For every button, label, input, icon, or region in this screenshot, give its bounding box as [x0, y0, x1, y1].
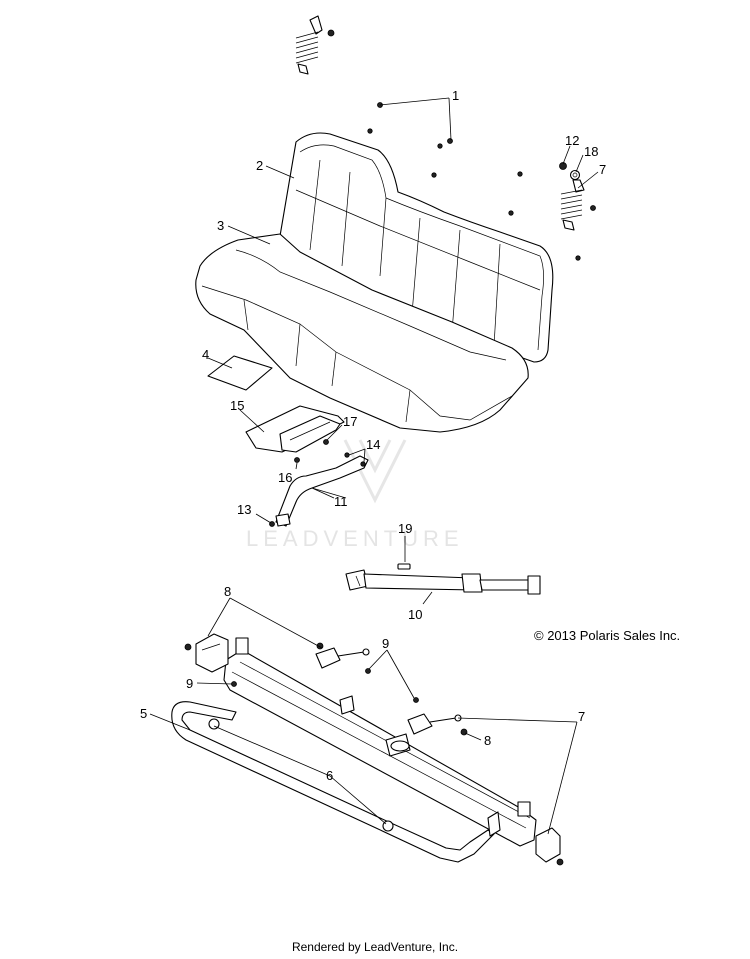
screw-14a	[344, 452, 350, 458]
nut-9b	[413, 697, 419, 703]
leader-lines	[149, 97, 599, 835]
buckle-center	[315, 642, 370, 669]
seat-crossbar	[223, 637, 537, 847]
callout-16: 16	[278, 470, 292, 485]
decal-label	[207, 355, 273, 391]
callout-17: 17	[343, 414, 357, 429]
screw-17	[323, 439, 329, 445]
screw-16	[294, 457, 300, 463]
buckle-right	[535, 827, 564, 866]
callout-labels: 1 2 3 4 12 18 7 15 17 14 16 11 13 19 10 …	[140, 88, 606, 783]
callout-10: 10	[408, 607, 422, 622]
bracket-arm	[275, 455, 369, 527]
callout-6: 6	[326, 768, 333, 783]
callout-7b: 7	[578, 709, 585, 724]
callout-2: 2	[256, 158, 263, 173]
nut-9c	[231, 681, 237, 687]
callout-5: 5	[140, 706, 147, 721]
seat-belt-assembly	[345, 563, 541, 595]
bumper-6a	[208, 718, 220, 730]
callout-12: 12	[565, 133, 579, 148]
seat-plate	[245, 405, 345, 453]
nut-9a	[365, 668, 371, 674]
callout-11: 11	[334, 494, 348, 509]
watermark-text: LEADVENTURE	[246, 526, 464, 551]
callout-14: 14	[366, 437, 380, 452]
buckle-left	[184, 633, 229, 673]
callout-19: 19	[398, 521, 412, 536]
footer-rendered-by: Rendered by LeadVenture, Inc.	[291, 940, 459, 954]
seat-base	[195, 233, 529, 433]
callout-9a: 9	[382, 636, 389, 651]
buckle-right-center	[407, 713, 468, 736]
spring-assembly-right	[559, 162, 596, 231]
callout-8b: 8	[484, 733, 491, 748]
callout-7a: 7	[599, 162, 606, 177]
copyright-notice: © 2013 Polaris Sales Inc.	[534, 628, 681, 643]
spring-assembly-top	[295, 15, 335, 75]
callout-13: 13	[237, 502, 251, 517]
seat-back	[278, 132, 554, 363]
screw-14b	[360, 461, 366, 467]
callout-18: 18	[584, 144, 598, 159]
seat-frame	[171, 701, 495, 863]
callout-4: 4	[202, 347, 209, 362]
callout-15: 15	[230, 398, 244, 413]
callout-3: 3	[217, 218, 224, 233]
callout-8a: 8	[224, 584, 231, 599]
callout-9b: 9	[186, 676, 193, 691]
callout-1: 1	[452, 88, 459, 103]
